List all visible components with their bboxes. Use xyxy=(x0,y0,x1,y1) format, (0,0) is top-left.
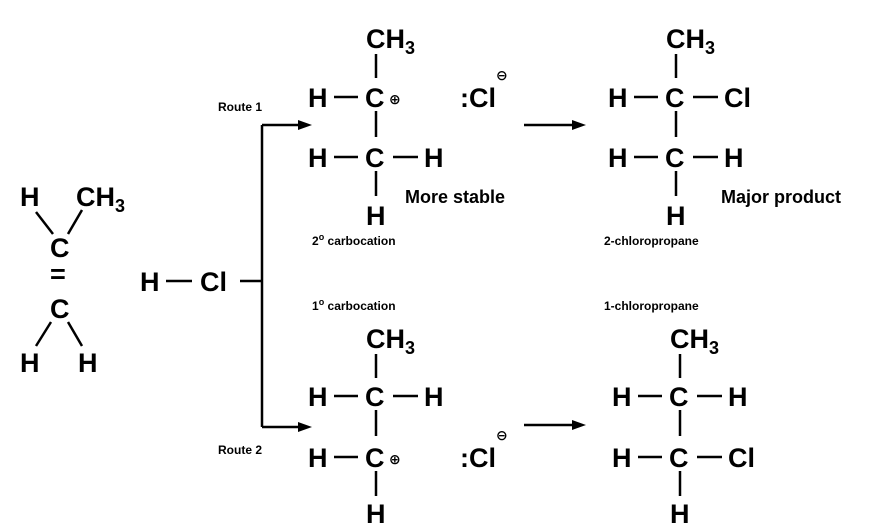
propene-bond-c-h-left xyxy=(34,321,53,347)
route-branch-arrows xyxy=(240,120,312,432)
sec-caption-suffix: carbocation xyxy=(324,234,395,248)
p2-ch3: CH3 xyxy=(666,24,715,58)
sec-c-top: C xyxy=(365,83,385,113)
sec-h-left-top: H xyxy=(308,83,328,113)
sec-h-bottom: H xyxy=(366,201,386,231)
p1-c-top: C xyxy=(669,382,689,412)
pri-caption-degree: o xyxy=(319,297,325,307)
route1-label: Route 1 xyxy=(218,100,262,114)
primary-carbocation: CH3 H C H H C ⊕ H xyxy=(308,324,444,528)
propene-ch3-subscript: 3 xyxy=(115,196,125,216)
p1-ch3-subscript: 3 xyxy=(709,338,719,358)
sec-ch3-subscript: 3 xyxy=(405,38,415,58)
sec-ch3-text: CH xyxy=(366,24,405,54)
sec-chloride-minus: ⊖ xyxy=(496,68,508,84)
pri-c-top: C xyxy=(365,382,385,412)
route1-arrowhead xyxy=(298,120,312,130)
p1-h-bottom: H xyxy=(670,499,690,528)
route1-product-arrowhead xyxy=(572,120,586,130)
pri-plus-charge: ⊕ xyxy=(389,452,401,468)
sec-chloride: :Cl xyxy=(460,83,496,113)
pri-caption-suffix: carbocation xyxy=(324,299,395,313)
p2-c-mid: C xyxy=(665,143,685,173)
propene-double-bond: = xyxy=(50,259,66,289)
p1-ch3-text: CH xyxy=(670,324,709,354)
p1-h-right-top: H xyxy=(728,382,748,412)
p1-cl: Cl xyxy=(728,443,755,473)
hcl-molecule: H Cl xyxy=(140,267,227,297)
sec-plus-charge: ⊕ xyxy=(389,92,401,108)
one-chloropropane: CH3 H C H H C Cl H xyxy=(612,324,755,528)
hcl-cl: Cl xyxy=(200,267,227,297)
secondary-carbocation: CH3 H C ⊕ H C H H xyxy=(308,24,444,231)
pri-chloride-cl: Cl xyxy=(469,443,496,473)
sec-h-left-mid: H xyxy=(308,143,328,173)
propene-ch3-top: CH3 xyxy=(76,182,125,216)
pri-c-mid: C xyxy=(365,443,385,473)
two-chloropropane: CH3 H C Cl H C H H xyxy=(608,24,751,231)
propene-ch3-text: CH xyxy=(76,182,115,212)
pri-h-left-top: H xyxy=(308,382,328,412)
propene-bond-c-h-right xyxy=(66,321,84,347)
pri-chloride-colon: : xyxy=(460,443,469,473)
pri-ch3-text: CH xyxy=(366,324,405,354)
sec-chloride-cl: Cl xyxy=(469,83,496,113)
pri-h-left-mid: H xyxy=(308,443,328,473)
propene-h-top-left: H xyxy=(20,182,40,212)
propene-h-bottom-right: H xyxy=(78,348,98,378)
p1-h-left-mid: H xyxy=(612,443,632,473)
p2-c-top: C xyxy=(665,83,685,113)
p2-h-right-mid: H xyxy=(724,143,744,173)
secondary-chloride-ion: :Cl ⊖ xyxy=(460,68,508,113)
sec-ch3: CH3 xyxy=(366,24,415,58)
propene-bond-h-c xyxy=(35,211,54,235)
pri-h-right-top: H xyxy=(424,382,444,412)
more-stable-annotation: More stable xyxy=(405,187,505,207)
pri-caption-prefix: 1 xyxy=(312,299,319,313)
p2-cl: Cl xyxy=(724,83,751,113)
p2-ch3-text: CH xyxy=(666,24,705,54)
sec-chloride-colon: : xyxy=(460,83,469,113)
sec-caption-degree: o xyxy=(319,232,325,242)
two-chloropropane-caption: 2-chloropropane xyxy=(604,234,699,248)
p1-ch3: CH3 xyxy=(670,324,719,358)
sec-c-mid: C xyxy=(365,143,385,173)
propene-c-upper: C xyxy=(50,233,70,263)
route2-product-arrowhead xyxy=(572,420,586,430)
one-chloropropane-caption: 1-chloropropane xyxy=(604,299,699,313)
propene-bond-ch3-c xyxy=(66,209,84,235)
sec-caption-prefix: 2 xyxy=(312,234,319,248)
pri-h-bottom: H xyxy=(366,499,386,528)
secondary-carbocation-caption: 2o carbocation xyxy=(312,232,396,248)
pri-chloride-minus: ⊖ xyxy=(496,428,508,444)
primary-chloride-ion: :Cl ⊖ xyxy=(460,428,508,473)
p2-h-bottom: H xyxy=(666,201,686,231)
sec-h-right-mid: H xyxy=(424,143,444,173)
propene-c-lower: C xyxy=(50,294,70,324)
p2-h-left-top: H xyxy=(608,83,628,113)
pri-ch3: CH3 xyxy=(366,324,415,358)
primary-carbocation-caption: 1o carbocation xyxy=(312,297,396,313)
pri-ch3-subscript: 3 xyxy=(405,338,415,358)
route2-label: Route 2 xyxy=(218,443,262,457)
hcl-h: H xyxy=(140,267,160,297)
p2-h-left-mid: H xyxy=(608,143,628,173)
major-product-annotation: Major product xyxy=(721,187,841,207)
route2-arrowhead xyxy=(298,422,312,432)
p2-ch3-subscript: 3 xyxy=(705,38,715,58)
propene-h-bottom-left: H xyxy=(20,348,40,378)
p1-c-mid: C xyxy=(669,443,689,473)
propene-molecule: H CH3 C = C H H xyxy=(20,182,125,378)
pri-chloride: :Cl xyxy=(460,443,496,473)
p1-h-left-top: H xyxy=(612,382,632,412)
